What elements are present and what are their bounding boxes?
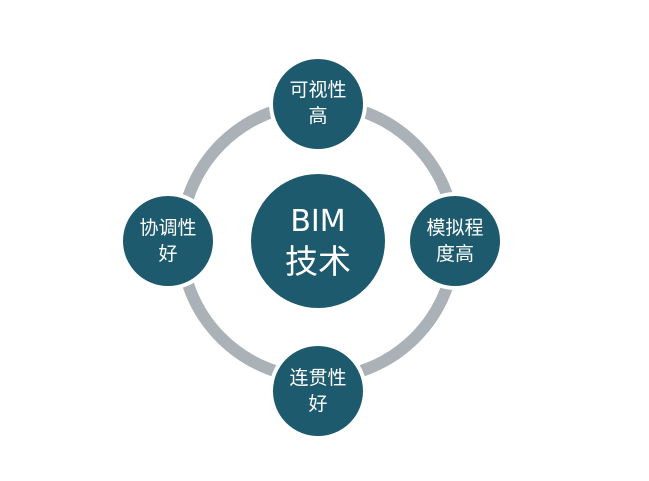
node-top-label-line2: 高: [308, 105, 327, 127]
center-circle: [251, 174, 385, 308]
node-bottom-label-line2: 好: [308, 393, 327, 415]
node-right: 模拟程 度高: [406, 192, 504, 290]
node-right-label-line1: 模拟程: [426, 217, 483, 239]
node-right-circle: [406, 192, 504, 290]
node-left-label-line1: 协调性: [139, 217, 196, 239]
node-left-circle: [119, 192, 217, 290]
center-node: BIM 技术: [251, 174, 385, 308]
node-top-circle: [269, 55, 367, 153]
node-bottom-label-line1: 连贯性: [289, 367, 346, 389]
node-bottom: 连贯性 好: [269, 342, 367, 440]
center-label-line1: BIM: [290, 204, 345, 239]
node-right-label-line2: 度高: [436, 243, 474, 265]
node-left: 协调性 好: [119, 192, 217, 290]
node-left-label-line2: 好: [158, 243, 177, 265]
center-label-line2: 技术: [285, 242, 351, 281]
node-top: 可视性 高: [269, 55, 367, 153]
node-bottom-circle: [269, 342, 367, 440]
node-top-label-line1: 可视性: [289, 79, 346, 101]
